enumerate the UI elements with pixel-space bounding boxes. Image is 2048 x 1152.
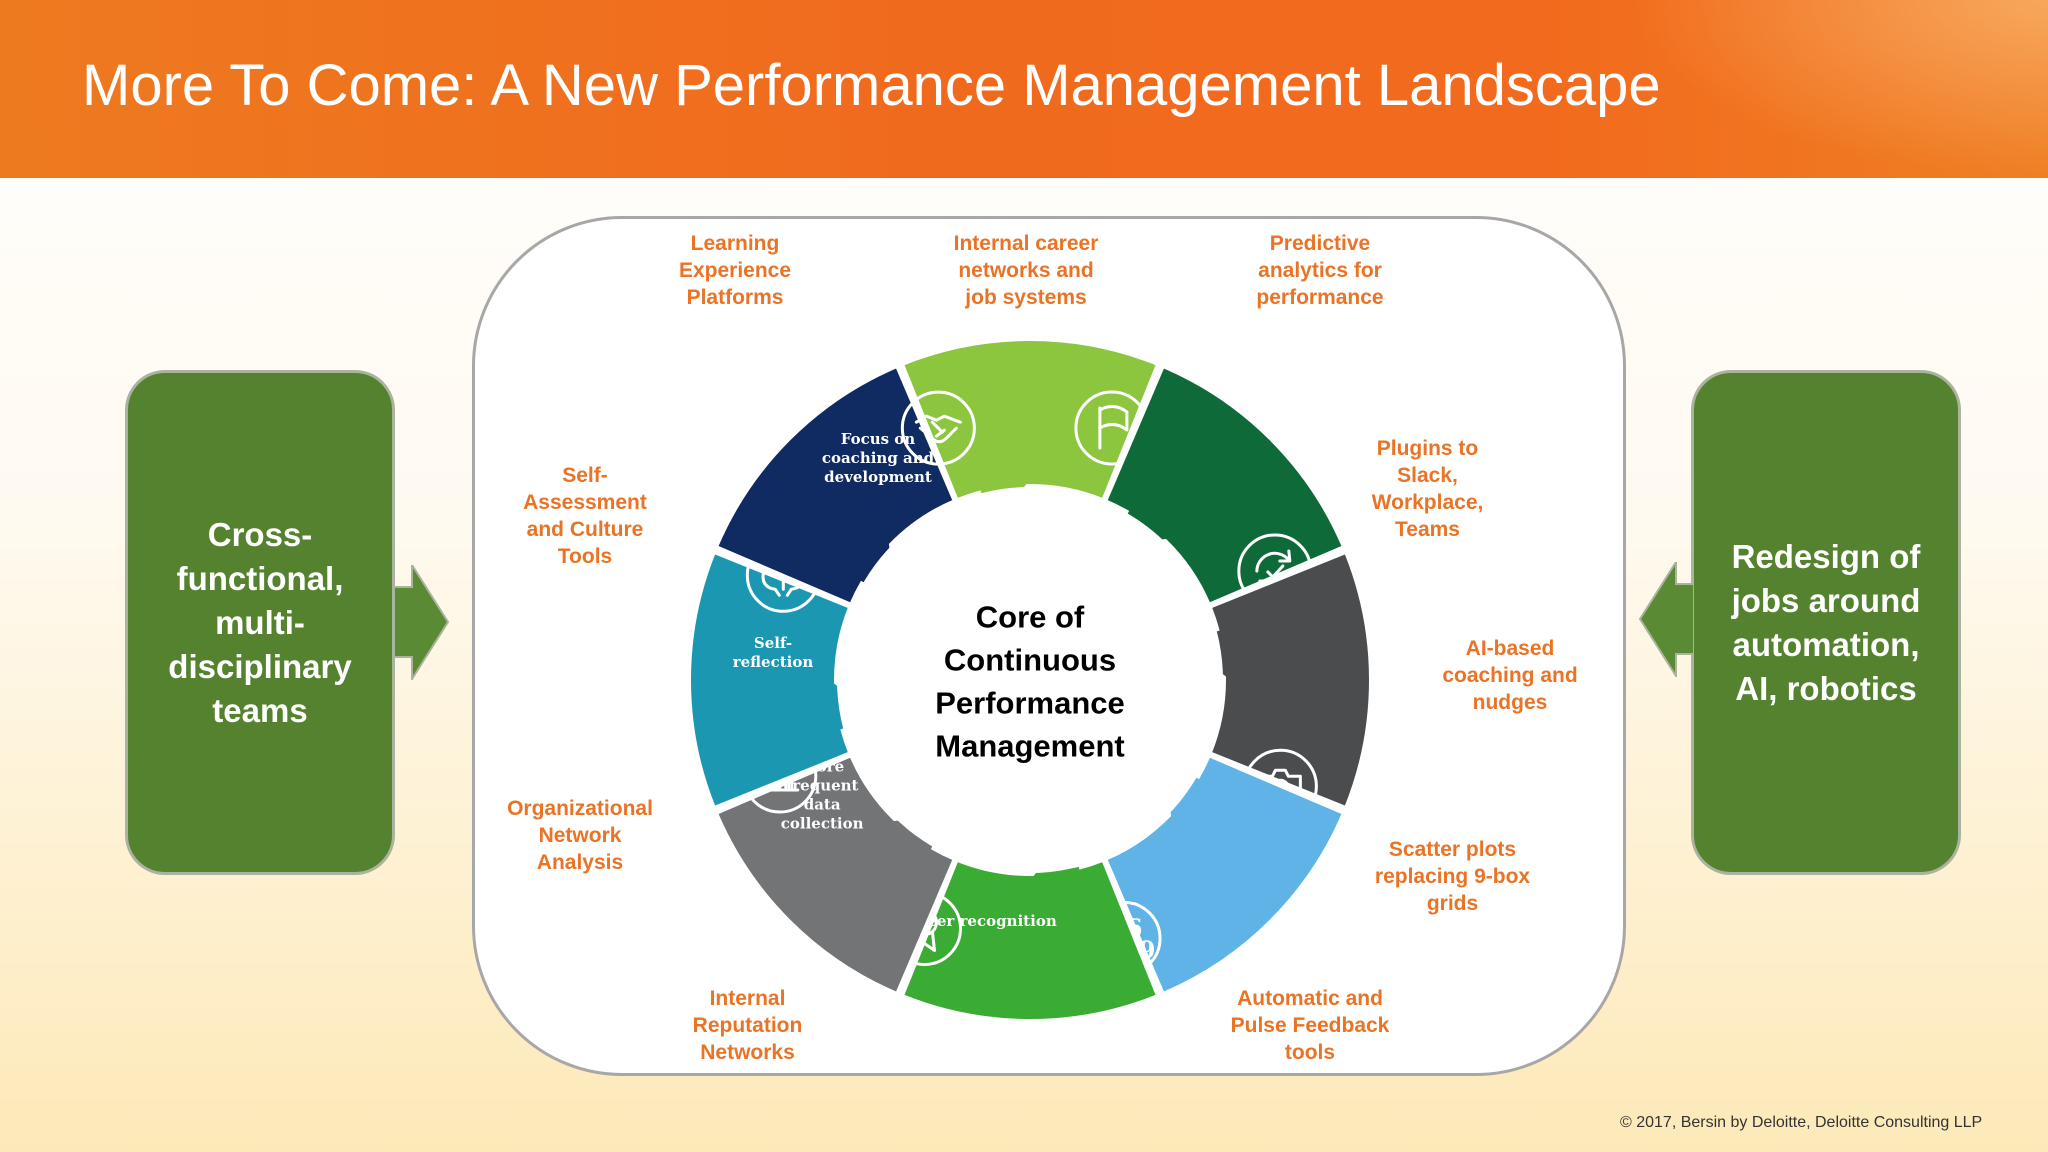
- label-self-assessment: Self- Assessment and Culture Tools: [523, 464, 647, 568]
- label-org-network-analysis: Organizational Network Analysis: [507, 797, 653, 874]
- wheel-segment-label: Peer recognition: [916, 912, 1056, 930]
- header-swoosh: [1628, 0, 2048, 178]
- right-arrow-icon: [394, 565, 450, 680]
- handshake-icon: [900, 390, 976, 466]
- redesign-jobs-text: Redesign of jobs around automation, AI, …: [1731, 537, 1921, 707]
- label-scatter-plots: Scatter plots replacing 9-box grids: [1374, 838, 1531, 915]
- wheel-segment-label: Self-reflection: [733, 634, 814, 671]
- cross-functional-teams-text: Cross-functional, multi-disciplinary tea…: [168, 515, 352, 729]
- redesign-jobs-box: Redesign of jobs around automation, AI, …: [1691, 370, 1961, 875]
- label-pulse-feedback: Automatic and Pulse Feedback tools: [1230, 987, 1390, 1064]
- label-reputation-networks: Internal Reputation Networks: [692, 987, 803, 1064]
- label-ai-coaching: AI-based coaching and nudges: [1442, 637, 1578, 714]
- label-plugins: Plugins to Slack, Workplace, Teams: [1371, 437, 1484, 541]
- label-predictive-analytics: Predictive analytics for performance: [1256, 232, 1384, 309]
- header-banner: More To Come: A New Performance Manageme…: [0, 0, 2048, 178]
- copyright-footer: © 2017, Bersin by Deloitte, Deloitte Con…: [1620, 1114, 1983, 1131]
- label-internal-career: Internal career networks and job systems: [953, 232, 1099, 309]
- slide-title: More To Come: A New Performance Manageme…: [82, 53, 1661, 118]
- label-learning-platforms: Learning Experience Platforms: [678, 232, 792, 309]
- left-arrow-icon: [1638, 562, 1694, 677]
